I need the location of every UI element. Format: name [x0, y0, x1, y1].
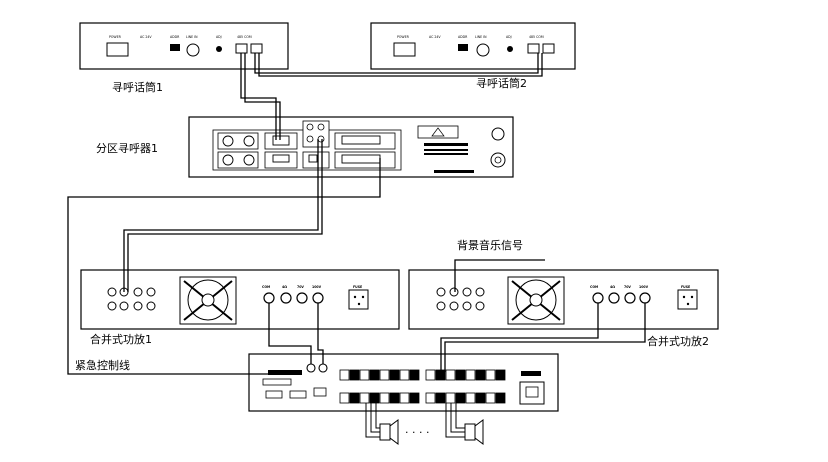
terminal-block	[495, 392, 506, 404]
terminal-block	[399, 392, 410, 404]
paging-mic-2: POWER AC 24V ADDR LINE IN ADJ 485 COM	[370, 22, 576, 70]
terminal-block	[485, 369, 496, 381]
amp2-4ohm-label: 4Ω	[610, 285, 615, 289]
zone-pager-1-label: 分区寻呼器1	[96, 142, 158, 155]
terminal-block	[369, 369, 380, 381]
amplifier-2: COM 4Ω 70V 100V FUSE	[408, 269, 719, 330]
mic2-addr-label: ADDR	[458, 35, 468, 39]
terminal-block	[465, 392, 476, 404]
amp1-70v-label: 70V	[297, 285, 304, 289]
terminal-block	[389, 369, 400, 381]
continuation-dots: . . . .	[405, 423, 429, 436]
terminal-block	[475, 392, 486, 404]
amplifier-1: COM 4Ω 70V 100V FUSE	[80, 269, 400, 330]
terminal-block	[445, 369, 456, 381]
terminal-block	[425, 369, 436, 381]
terminal-block	[379, 392, 390, 404]
bg-music-cable	[454, 259, 545, 292]
amp2-com-label: COM	[590, 285, 598, 289]
speaker-icons	[379, 419, 484, 445]
terminal-block	[455, 392, 466, 404]
mic1-power-label: POWER	[109, 35, 122, 39]
mic1-adj-label: ADJ	[216, 35, 222, 39]
terminal-block	[339, 369, 350, 381]
mic2-linein-label: LINE IN	[475, 35, 487, 39]
terminal-block	[399, 369, 410, 381]
mic1-to-pager-cable	[240, 53, 281, 140]
amp1-4ohm-label: 4Ω	[282, 285, 287, 289]
terminal-block	[359, 369, 370, 381]
amp1-com-label: COM	[262, 285, 270, 289]
terminal-block	[465, 369, 476, 381]
amplifier-1-label: 合并式功放1	[90, 332, 152, 346]
mic2-ac24v-label: AC 24V	[429, 35, 441, 39]
terminal-block	[485, 392, 496, 404]
mic1-linein-label: LINE IN	[186, 35, 198, 39]
amp1-fuse-label: FUSE	[353, 285, 362, 289]
zone-controller	[248, 353, 559, 412]
terminal-block	[409, 392, 420, 404]
mic2-com-label: 485 COM	[529, 35, 544, 39]
terminal-block	[475, 369, 486, 381]
pager-to-amp1-cable	[123, 139, 323, 292]
zone-pager-1	[188, 116, 514, 178]
paging-mic-2-label: 寻呼话筒2	[476, 76, 527, 90]
terminal-block	[455, 369, 466, 381]
terminal-block	[349, 392, 360, 404]
terminal-block	[359, 392, 370, 404]
paging-mic-1: POWER AC 24V ADDR LINE IN ADJ 485 COM	[79, 22, 289, 70]
terminal-block	[495, 369, 506, 381]
mic1-com-label: 485 COM	[237, 35, 252, 39]
terminal-block	[339, 392, 350, 404]
amp1-to-controller-cable	[268, 303, 324, 364]
mic2-power-label: POWER	[397, 35, 410, 39]
mic-bus-cable	[254, 53, 543, 77]
terminal-block	[425, 392, 436, 404]
terminal-block	[379, 369, 390, 381]
mic2-adj-label: ADJ	[506, 35, 512, 39]
terminal-block	[369, 392, 380, 404]
amp2-fuse-label: FUSE	[681, 285, 690, 289]
paging-mic-1-label: 寻呼话筒1	[112, 80, 163, 94]
speaker-lines	[365, 403, 465, 438]
amplifier-2-label: 合并式功放2	[647, 334, 709, 348]
terminal-block	[445, 392, 456, 404]
emergency-line-label: 紧急控制线	[75, 358, 130, 372]
mic1-ac24v-label: AC 24V	[140, 35, 152, 39]
amp2-to-controller-cable	[440, 303, 646, 372]
terminal-block	[435, 392, 446, 404]
terminal-block	[389, 392, 400, 404]
amp1-100v-label: 100V	[312, 285, 322, 289]
terminal-block	[349, 369, 360, 381]
amp2-70v-label: 70V	[624, 285, 631, 289]
emergency-control-cable	[67, 158, 381, 375]
mic1-addr-label: ADDR	[170, 35, 180, 39]
bg-music-label: 背景音乐信号	[457, 238, 523, 252]
terminal-block	[409, 369, 420, 381]
amp2-100v-label: 100V	[639, 285, 649, 289]
